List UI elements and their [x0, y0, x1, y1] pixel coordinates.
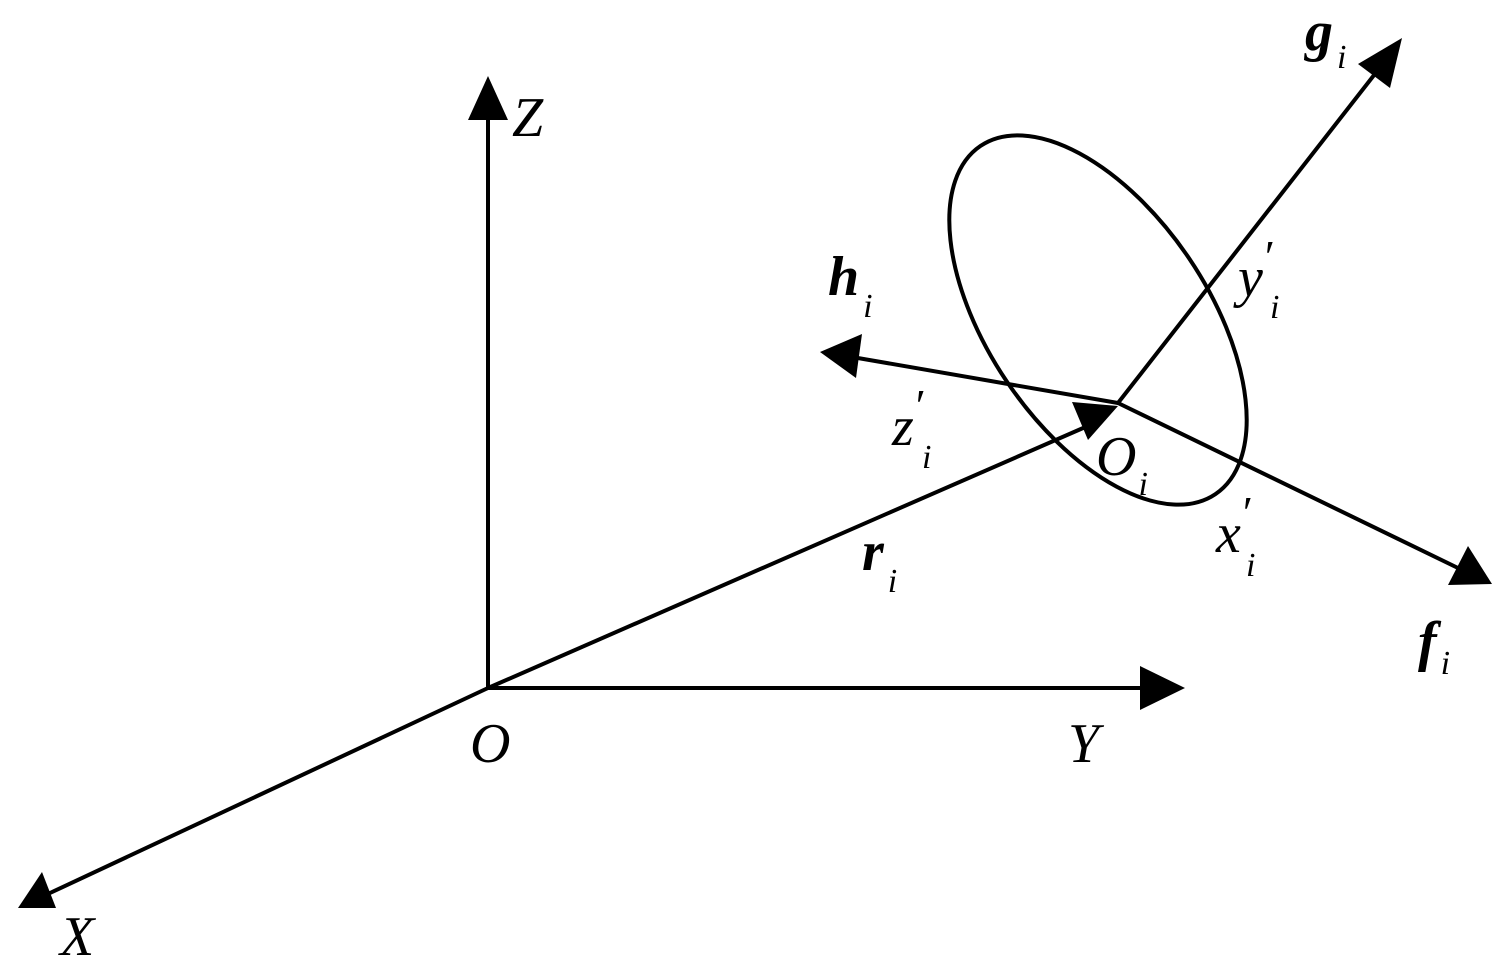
local-origin-label: Oi	[1096, 426, 1148, 503]
g-vector-line	[1116, 68, 1380, 405]
r-vector-line	[486, 423, 1092, 690]
x-axis-line	[48, 686, 490, 895]
g-vector-arrowhead	[1358, 38, 1402, 88]
y-axis-arrowhead	[1140, 666, 1185, 710]
local-y-subscript: i	[1270, 289, 1279, 326]
local-z-label: z′	[891, 380, 926, 458]
local-y-label: y′	[1233, 231, 1275, 309]
h-vector-arrowhead	[820, 334, 862, 378]
origin-label: O	[470, 713, 510, 775]
x-axis-arrowhead	[18, 872, 56, 908]
r-vector-arrowhead	[1072, 402, 1118, 440]
local-z-subscript: i	[922, 439, 931, 476]
axis-z-label: Z	[512, 87, 544, 149]
f-vector-line	[1116, 401, 1460, 570]
local-x-subscript: i	[1246, 547, 1255, 584]
f-vector-arrowhead	[1448, 546, 1492, 585]
local-x-label: x′	[1215, 487, 1253, 565]
h-vector-line	[850, 355, 1120, 405]
axis-x-label: X	[58, 906, 97, 962]
ring-ellipse	[947, 133, 1249, 507]
z-axis-arrowhead	[468, 76, 508, 120]
axis-y-label: Y	[1068, 713, 1105, 775]
